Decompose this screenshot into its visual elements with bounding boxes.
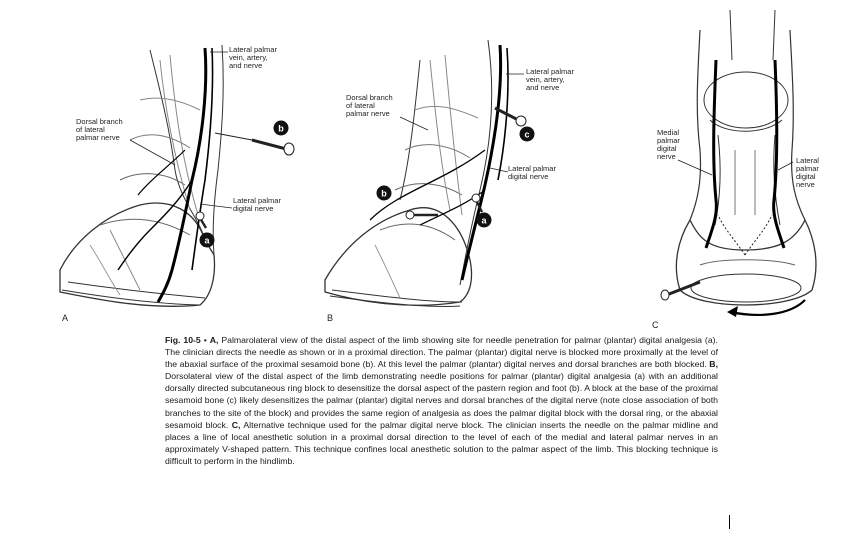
- svg-text:b: b: [278, 124, 284, 134]
- svg-text:a: a: [481, 216, 487, 226]
- figure-caption: Fig. 10-5 • A, Palmarolateral view of th…: [165, 334, 718, 467]
- caption-b-text: Dorsolateral view of the distal aspect o…: [165, 371, 718, 430]
- caption-bullet: •: [203, 335, 207, 345]
- badge-a-b: b: [273, 120, 289, 136]
- panel-a-illustration: [59, 44, 295, 307]
- label-a-vein-1: Lateral palmar: [229, 45, 277, 54]
- svg-text:c: c: [524, 130, 529, 140]
- svg-text:a: a: [204, 236, 210, 246]
- label-a-vein-3: and nerve: [229, 61, 262, 70]
- text-cursor: [729, 515, 730, 529]
- label-b-dorsal-2: of lateral: [346, 101, 375, 110]
- svg-text:b: b: [381, 189, 387, 199]
- label-b-vein-3: and nerve: [526, 83, 559, 92]
- label-b-vein-1: Lateral palmar: [526, 67, 574, 76]
- label-a-digital-1: Lateral palmar: [233, 196, 281, 205]
- caption-a-label: A,: [209, 335, 219, 345]
- panel-b-illustration: [324, 39, 527, 307]
- label-a-vein-2: vein, artery,: [229, 53, 268, 62]
- badge-b-b: b: [376, 185, 392, 201]
- label-a-digital-2: digital nerve: [233, 204, 273, 213]
- panel-letter-b: B: [327, 313, 333, 323]
- label-b-vein-2: vein, artery,: [526, 75, 565, 84]
- label-c-lateral-2: palmar: [796, 164, 819, 173]
- panel-letter-c: C: [652, 320, 659, 330]
- caption-b-label: B,: [709, 359, 718, 370]
- label-b-dorsal-3: palmar nerve: [346, 109, 390, 118]
- badge-a-a: a: [199, 232, 215, 248]
- label-c-medial-1: Medial: [657, 128, 679, 137]
- label-c-medial-4: nerve: [657, 152, 676, 161]
- label-c-lateral-3: digital: [796, 172, 816, 181]
- caption-c-text: Alternative technique used for the palma…: [165, 419, 718, 466]
- badge-b-c: c: [519, 126, 535, 142]
- label-a-dorsal-3: palmar nerve: [76, 133, 120, 142]
- panel-c-illustration: [660, 9, 817, 317]
- label-b-digital-1: Lateral palmar: [508, 164, 556, 173]
- badge-b-a: a: [476, 212, 492, 228]
- caption-fig-number: Fig. 10-5: [165, 335, 201, 345]
- panel-letter-a: A: [62, 313, 68, 323]
- caption-c-label: C,: [231, 419, 241, 430]
- label-c-lateral-4: nerve: [796, 180, 815, 189]
- label-b-digital-2: digital nerve: [508, 172, 548, 181]
- caption-a-text: Palmarolateral view of the distal aspect…: [165, 335, 718, 370]
- label-a-dorsal-2: of lateral: [76, 125, 105, 134]
- label-a-dorsal-1: Dorsal branch: [76, 117, 123, 126]
- label-c-medial-3: digital: [657, 144, 677, 153]
- label-c-medial-2: palmar: [657, 136, 680, 145]
- label-c-lateral-1: Lateral: [796, 156, 819, 165]
- label-b-dorsal-1: Dorsal branch: [346, 93, 393, 102]
